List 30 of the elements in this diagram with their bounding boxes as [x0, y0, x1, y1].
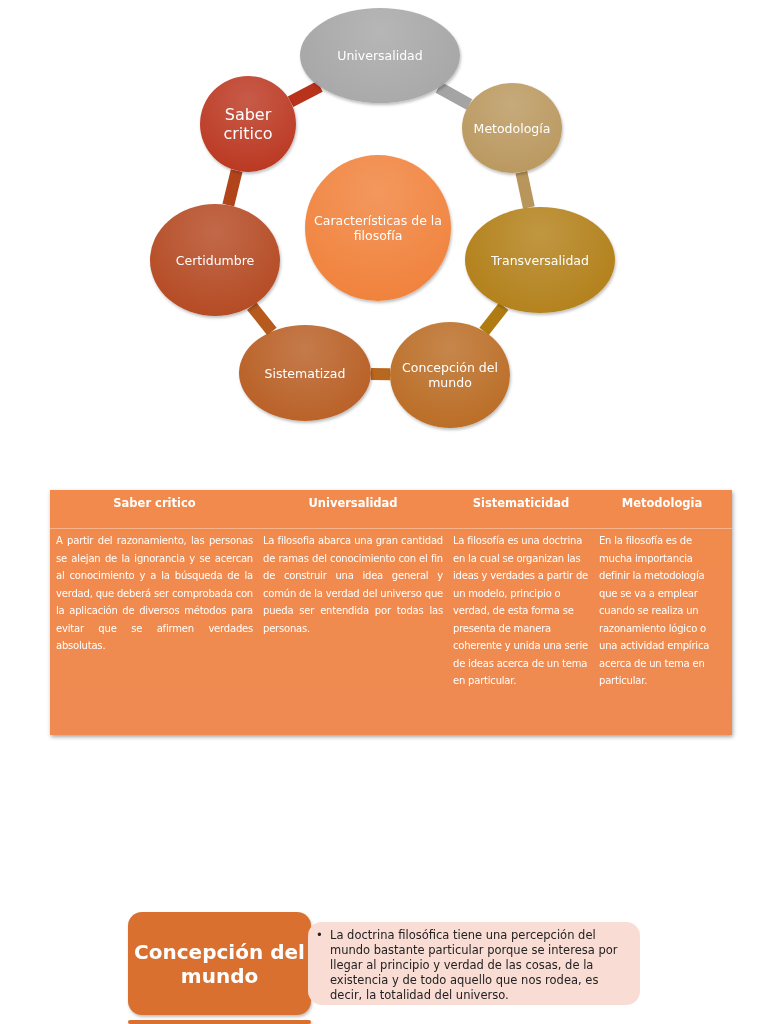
cell-text: La filosofia abarca una gran cantidad de ramas del conocimiento con el fin de construir una idea general y común de la verdad del universo que pueda ser entendida por todas las personas.: [263, 534, 443, 636]
column-header: Universalidad: [307, 496, 399, 510]
node-label: Saber critico: [222, 105, 274, 143]
connector-band: [515, 170, 535, 209]
node-label: Concepción del mundo: [401, 360, 499, 390]
bullet-text: La doctrina filosófica tiene una percepción del mundo bastante particular porque se interesa por llegar al principio y verdad de las cosas, de la existencia y de todo aquello que nos rodea, es decir, la totalidad del universo.: [330, 928, 619, 1003]
connector-band: [247, 302, 277, 336]
connector-band: [222, 169, 243, 207]
node-label: Transversalidad: [490, 252, 590, 268]
cell-text: A partir del razonamiento, las personas se alejan de la ignorancia y se acercan al conocimiento y a la búsqueda de la verdad, que deberá ser comprobada con la aplicación de diversos métodos para evitar que se afirmen verdades absolutas.: [56, 534, 253, 653]
node-label: Concepción del mundo: [133, 939, 306, 988]
node-label: Universalidad: [336, 47, 424, 63]
node-label: Características de la filosofía: [313, 213, 443, 243]
ellipse-node: [462, 83, 562, 173]
cell-text: En la filosofía es de mucha importancia definir la metodología que se va a emplear cuando se realiza un razonamiento lógico o una actividad empírica acerca de un tema en particular.: [599, 534, 711, 688]
column-header: Sistematicidad: [471, 496, 571, 510]
connector-band: [370, 367, 391, 381]
node-label: Sistematizad: [263, 365, 347, 381]
bullet-text-box: [308, 922, 640, 1005]
cell-text: La filosofía es una doctrina en la cual se organizan las ideas y verdades a partir de un modelo, principio o verdad, de esta forma se presenta de manera coherente y unida una serie de ideas acerca de un tema en particular.: [453, 534, 589, 688]
title-box: [128, 1020, 311, 1024]
column-header: Metodologia: [620, 496, 704, 510]
column-header: Saber critico: [112, 496, 197, 510]
connector-band: [479, 302, 509, 336]
connector-band: [435, 82, 473, 110]
node-label: Metodología: [472, 120, 552, 136]
bullet-marker: •: [316, 928, 324, 943]
node-label: Certidumbre: [174, 252, 256, 268]
title-box: [128, 912, 311, 1015]
connector-band: [287, 81, 323, 108]
